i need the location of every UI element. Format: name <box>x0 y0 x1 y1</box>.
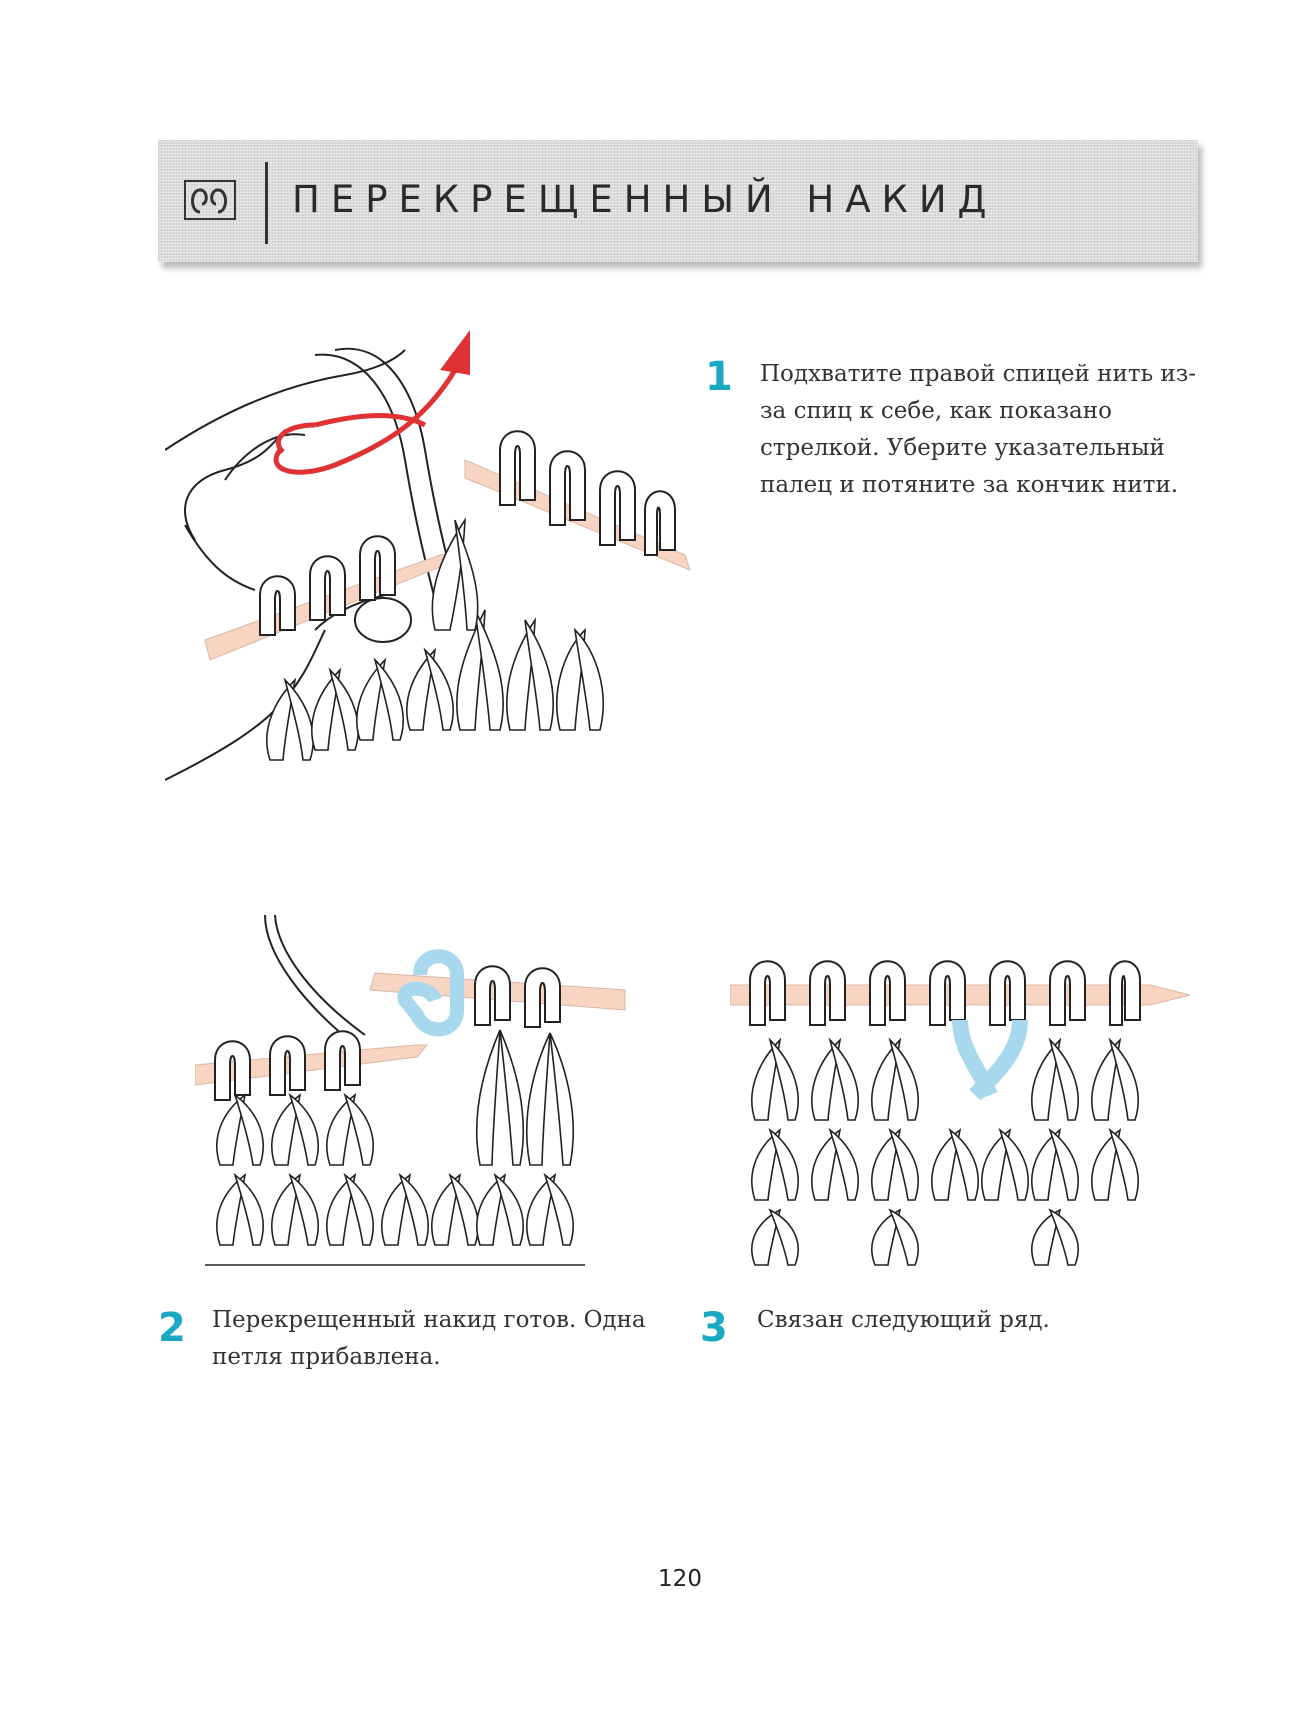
step-2-number: 2 <box>158 1305 186 1351</box>
header-divider <box>265 162 268 244</box>
illustration-step-3 <box>730 960 1191 1266</box>
header-banner <box>158 140 1198 262</box>
illustration-step-2 <box>195 915 626 1266</box>
page-number: 120 <box>658 1566 702 1592</box>
step-2-text: Перекрещенный накид готов. Одна петля пр… <box>212 1307 646 1370</box>
step-1-number: 1 <box>705 354 733 400</box>
step-3-number: 3 <box>700 1305 728 1351</box>
illustration-step-1 <box>165 330 691 781</box>
step-3-text: Связан следующий ряд. <box>757 1307 1050 1333</box>
step-1-text: Подхватите правой спицей нить из-за спиц… <box>760 361 1197 498</box>
page-title: ПЕРЕКРЕЩЕННЫЙ НАКИД <box>292 178 998 221</box>
yarn-loop-icon <box>184 180 236 220</box>
